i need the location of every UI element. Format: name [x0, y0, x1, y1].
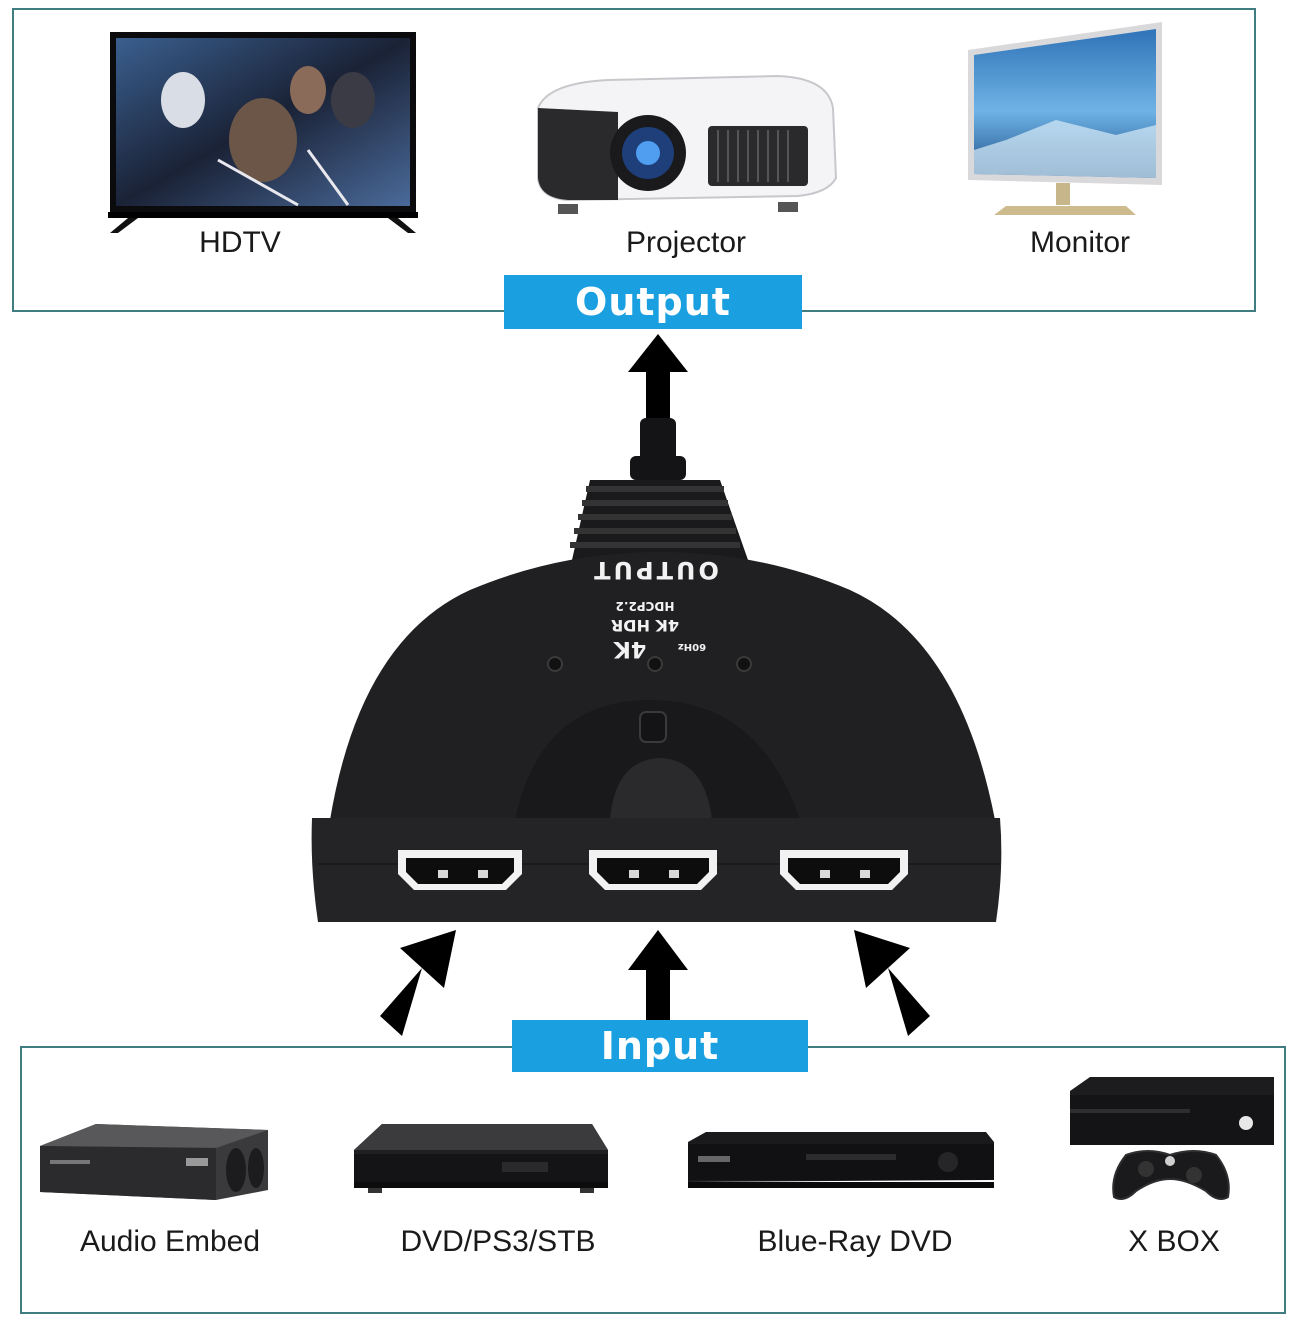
hdmi-port-1 [398, 850, 522, 890]
output-arrow [628, 334, 688, 432]
output-label-monitor: Monitor [1029, 226, 1131, 259]
select-button [639, 711, 667, 743]
dvd-player-icon [352, 1120, 610, 1195]
led-indicator-2 [647, 656, 663, 672]
hdmi-port-2 [589, 850, 717, 890]
hdmi-port-3 [780, 850, 908, 890]
projector-icon [528, 68, 843, 218]
output-tag: Output [504, 275, 802, 329]
switcher-spec-4k: 4K [613, 636, 646, 661]
hdtv-icon [108, 30, 418, 235]
bluray-player-icon [686, 1130, 996, 1190]
xbox-console-icon [1066, 1075, 1278, 1205]
input-label-dvd-ps3-stb: DVD/PS3/STB [400, 1225, 596, 1258]
led-indicator-3 [736, 656, 752, 672]
input-arrow-left [380, 930, 456, 1036]
switcher-spec-60hz: 60Hz [678, 641, 706, 652]
led-indicator-1 [547, 656, 563, 672]
monitor-icon [966, 20, 1166, 220]
input-arrow-center [628, 930, 688, 1024]
input-label-audio-embed: Audio Embed [79, 1225, 261, 1258]
switcher-spec-4k-hdr: 4K HDR [611, 616, 679, 635]
audio-receiver-icon [36, 1120, 272, 1202]
switcher-cable-neck [570, 480, 748, 560]
switcher-spec-hdcp: HDCP2.2 [616, 599, 675, 613]
switcher-printed-label: OUTPUT [591, 556, 719, 584]
input-label-xbox: X BOX [1128, 1225, 1220, 1258]
input-arrow-right [854, 930, 930, 1036]
input-tag: Input [512, 1020, 808, 1072]
output-label-hdtv: HDTV [199, 226, 281, 259]
input-label-blue-ray-dvd: Blue-Ray DVD [757, 1225, 953, 1258]
output-label-projector: Projector [625, 226, 747, 259]
